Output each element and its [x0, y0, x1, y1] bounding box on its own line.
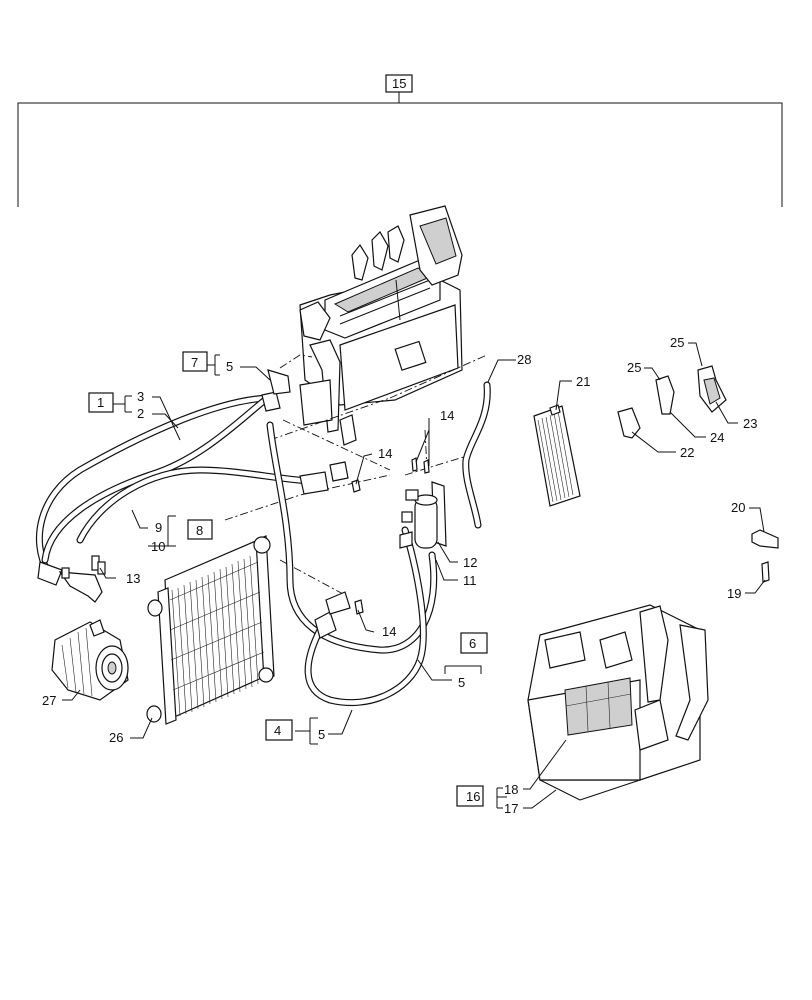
callout-label-5c: 5 [318, 727, 325, 742]
refrigerant-hoses [35, 369, 491, 707]
callout-label-28: 28 [517, 352, 531, 367]
callout-box-16[interactable] [456, 785, 484, 807]
callout-label-5b: 5 [458, 675, 465, 690]
callout-label-25a: 25 [627, 360, 641, 375]
callout-box-7[interactable] [182, 351, 208, 372]
callout-box-15[interactable] [385, 74, 413, 93]
callout-label-10: 10 [151, 539, 165, 554]
ac-compressor[interactable] [51, 619, 129, 701]
callout-box-6[interactable] [460, 632, 488, 654]
callout-box-4[interactable] [265, 719, 293, 741]
callout-label-4: 4 [274, 723, 281, 738]
callout-label-26: 26 [109, 730, 123, 745]
callout-labels: 1 2 3 4 5 5 5 6 7 8 9 10 11 12 13 14 14 … [42, 335, 757, 816]
sensors[interactable] [617, 365, 727, 439]
cabin-filter[interactable] [533, 404, 581, 507]
callout-label-15: 15 [392, 76, 406, 91]
callout-label-9: 9 [155, 520, 162, 535]
callout-label-2: 2 [137, 406, 144, 421]
group-bracket-15: 15 [17, 74, 783, 207]
callout-label-7: 7 [191, 355, 198, 370]
callout-label-1: 1 [97, 395, 104, 410]
callout-label-12: 12 [463, 555, 477, 570]
callout-label-19: 19 [727, 586, 741, 601]
condenser[interactable] [146, 535, 275, 725]
callout-label-13: 13 [126, 571, 140, 586]
callout-label-23: 23 [743, 416, 757, 431]
callout-box-1[interactable] [88, 392, 114, 413]
callout-label-6: 6 [469, 636, 476, 651]
callout-label-14a: 14 [378, 446, 392, 461]
callout-label-17: 17 [504, 801, 518, 816]
leader-lines [62, 342, 766, 809]
floor-hvac-box[interactable] [527, 604, 709, 801]
bracket-20[interactable] [751, 529, 779, 583]
callout-label-16: 16 [466, 789, 480, 804]
callout-label-18: 18 [504, 782, 518, 797]
callout-label-3: 3 [137, 389, 144, 404]
callout-label-8: 8 [196, 523, 203, 538]
callout-label-14b: 14 [440, 408, 454, 423]
callout-box-8[interactable] [187, 519, 213, 540]
receiver-drier[interactable] [399, 481, 447, 549]
callout-label-14c: 14 [382, 624, 396, 639]
callout-label-20: 20 [731, 500, 745, 515]
hvac-unit[interactable] [299, 205, 463, 446]
bolts-14 [351, 457, 430, 615]
callout-label-24: 24 [710, 430, 724, 445]
manifold-fitting[interactable] [58, 555, 106, 603]
callout-label-5a: 5 [226, 359, 233, 374]
callout-label-25b: 25 [670, 335, 684, 350]
callout-label-22: 22 [680, 445, 694, 460]
callout-label-27: 27 [42, 693, 56, 708]
callout-label-11: 11 [463, 573, 477, 588]
callout-boxes [88, 351, 488, 807]
callout-label-21: 21 [576, 374, 590, 389]
